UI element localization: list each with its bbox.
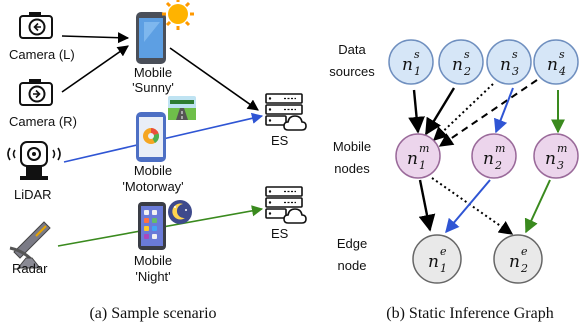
radar-icon	[9, 221, 51, 269]
mobile-node: n m 1	[395, 133, 441, 179]
node-sub: 4	[558, 65, 566, 78]
graph-edges	[408, 79, 565, 235]
row-label-data-sources-line2: sources	[329, 64, 375, 79]
source-node: n s 2	[438, 39, 484, 85]
mobile-node: n m 2	[471, 133, 517, 179]
node-sup: s	[559, 48, 565, 61]
node-sup: s	[512, 48, 518, 61]
caption-b: (b) Static Inference Graph	[386, 305, 553, 322]
server-icon	[265, 93, 303, 126]
es-top-label: ES	[271, 133, 289, 148]
edge-s4-m1	[438, 79, 538, 147]
es-bottom-label: ES	[271, 226, 289, 241]
server-icon	[265, 186, 303, 219]
node-base: n	[428, 252, 439, 272]
node-sup: e	[521, 245, 528, 258]
node-sup: m	[557, 142, 567, 155]
node-base: n	[452, 55, 463, 75]
node-sub: 1	[440, 262, 447, 275]
caption-a: (a) Sample scenario	[89, 305, 216, 322]
lidar-icon	[7, 141, 61, 180]
lidar-label: LiDAR	[14, 187, 52, 202]
arrow-camera-r-to-sunny	[61, 45, 129, 93]
node-sub: 2	[520, 262, 528, 275]
panel-a-scenario: Camera (L) Camera (R) LiDAR Radar	[7, 0, 307, 322]
cloud-icon	[283, 208, 307, 224]
mobile-motorway-label-line1: Mobile	[134, 163, 172, 178]
edge-s3-m2	[494, 87, 514, 134]
row-label-edge-node-line1: Edge	[337, 236, 367, 251]
cloud-icon	[283, 115, 307, 131]
source-node: n s 1	[388, 39, 434, 85]
camera-icon	[19, 79, 53, 106]
camera-right-label: Camera (R)	[9, 114, 77, 129]
row-label-data-sources-line1: Data	[338, 42, 366, 57]
node-base: n	[407, 149, 418, 169]
row-label-mobile-nodes-line2: nodes	[334, 161, 370, 176]
node-base: n	[483, 149, 494, 169]
edge-m3-e2	[524, 179, 551, 234]
node-sub: 1	[419, 159, 426, 172]
source-node: n s 3	[486, 39, 532, 85]
node-sup: m	[419, 142, 429, 155]
smartphone-icon	[136, 12, 166, 64]
node-base: n	[509, 252, 520, 272]
radar-label: Radar	[12, 261, 48, 276]
mobile-motorway-label-line2: 'Motorway'	[122, 179, 183, 194]
node-base: n	[547, 55, 558, 75]
node-sup: e	[440, 245, 447, 258]
panel-b-inference-graph: Data sources Mobile nodes Edge node n s …	[329, 39, 579, 322]
edge-s2-m1	[424, 87, 456, 136]
node-base: n	[500, 55, 511, 75]
smartphone-icon	[138, 202, 166, 250]
edge-m1-e2	[431, 177, 514, 235]
road-icon	[168, 96, 196, 120]
mobile-node: n m 3	[533, 133, 579, 179]
camera-icon	[19, 12, 53, 39]
row-label-mobile-nodes-line1: Mobile	[333, 139, 371, 154]
sun-icon	[162, 0, 194, 30]
camera-left-label: Camera (L)	[9, 47, 75, 62]
node-sub: 2	[463, 65, 471, 78]
arrow-camera-l-to-sunny	[61, 32, 130, 44]
edge-s3-m1	[432, 83, 494, 141]
source-node: n s 4	[533, 39, 579, 85]
moon-icon	[168, 200, 192, 224]
edge-m2-e1	[445, 179, 491, 234]
node-sup: s	[414, 48, 420, 61]
node-sub: 3	[512, 65, 519, 78]
node-sub: 3	[557, 159, 564, 172]
mobile-sunny-label-line2: 'Sunny'	[132, 80, 174, 95]
arrow-sunny-to-es	[169, 47, 259, 111]
mobile-night-label-line2: 'Night'	[135, 269, 170, 284]
edge-node: n e 2	[493, 234, 543, 284]
node-base: n	[545, 149, 556, 169]
edge-m1-e1	[418, 179, 436, 232]
mobile-night-label-line1: Mobile	[134, 253, 172, 268]
mobile-sunny-label-line1: Mobile	[134, 65, 172, 80]
edge-node: n e 1	[412, 234, 462, 284]
node-sub: 1	[414, 65, 421, 78]
node-sub: 2	[494, 159, 502, 172]
smartphone-icon	[136, 112, 166, 162]
node-sup: m	[495, 142, 505, 155]
edge-s1-m1	[408, 89, 425, 134]
row-label-edge-node-line2: node	[338, 258, 367, 273]
node-base: n	[402, 55, 413, 75]
node-sup: s	[464, 48, 470, 61]
